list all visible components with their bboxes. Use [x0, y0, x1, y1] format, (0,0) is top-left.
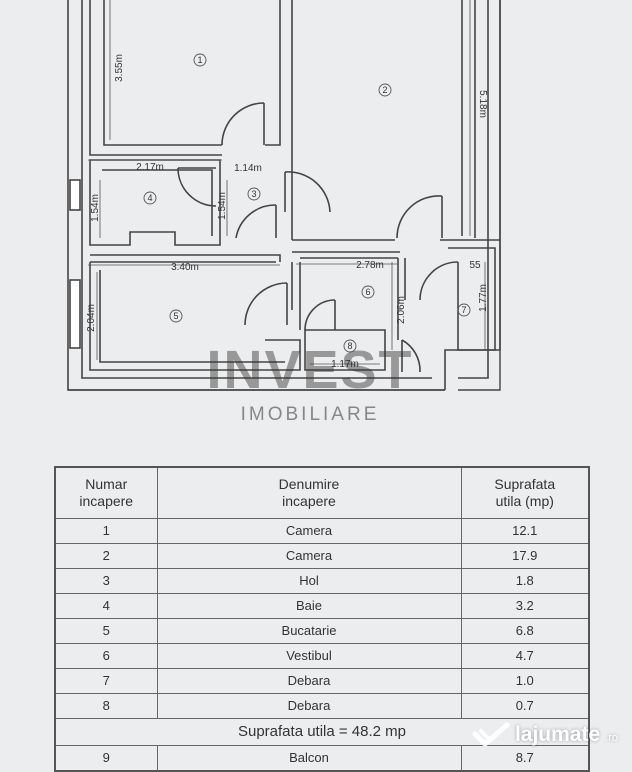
- dimension-117: 1.17m: [331, 359, 359, 370]
- logo-text: lajumate: [514, 723, 601, 746]
- dimension-154-right: 1.54m: [217, 192, 228, 220]
- watermark-sub: IMOBILIARE: [241, 404, 380, 425]
- room-2-number: 2: [382, 85, 387, 95]
- dimension-355: 3.55m: [114, 54, 125, 82]
- room-4-number: 4: [147, 193, 152, 203]
- floor-plan: 1 2 3 4 5 6 7 8 3.55m 5.18m 2.17m 1.14m …: [67, 0, 501, 425]
- dimension-204: 2.04m: [86, 304, 97, 332]
- dimension-177: 1.77m: [478, 284, 489, 312]
- room-6-number: 6: [365, 287, 370, 297]
- dimension-217: 2.17m: [136, 162, 164, 173]
- room-8-number: 8: [347, 341, 352, 351]
- table-total-row: Suprafata utila = 48.2 mp: [54, 718, 590, 746]
- logo-suffix: .ro: [605, 732, 618, 744]
- total-area: Suprafata utila = 48.2 mp: [54, 718, 590, 746]
- lajumate-logo: lajumate .ro: [472, 722, 618, 748]
- heart-check-icon: [472, 722, 510, 747]
- watermark-brand: INVEST: [206, 340, 413, 400]
- dimension-278: 2.78m: [356, 260, 384, 271]
- dimension-206: 2.06m: [396, 296, 407, 324]
- room-7-number: 7: [461, 305, 466, 315]
- dimension-55: 55: [469, 260, 481, 271]
- dimension-518: 5.18m: [477, 90, 488, 118]
- dimension-114: 1.14m: [234, 163, 262, 174]
- room-5-number: 5: [173, 311, 178, 321]
- dimension-340: 3.40m: [171, 262, 199, 273]
- room-1-number: 1: [197, 55, 202, 65]
- dimension-154-left: 1.54m: [90, 194, 101, 222]
- room-3-number: 3: [251, 189, 256, 199]
